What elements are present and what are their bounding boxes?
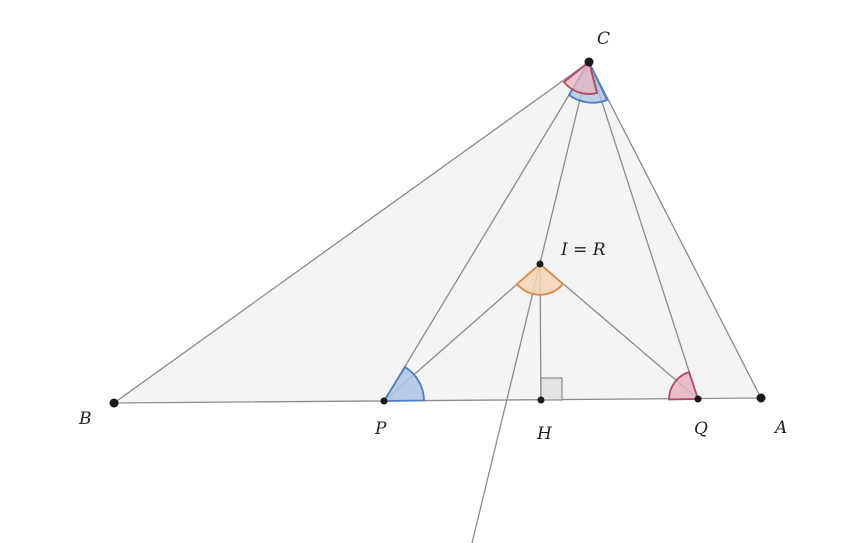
- label-q: Q: [694, 419, 708, 439]
- angle-arc-q: [668, 370, 700, 401]
- line-through-c-and-i: [471, 61, 590, 543]
- point-b: [109, 398, 119, 408]
- label-a: A: [773, 418, 787, 438]
- point-p: [380, 397, 388, 405]
- point-c: [584, 57, 594, 67]
- point-i: [536, 260, 544, 268]
- point-h: [537, 396, 545, 404]
- segment-cq: [588, 61, 699, 400]
- point-a: [756, 393, 766, 403]
- triangle-abc: [111, 61, 763, 404]
- label-h: H: [536, 424, 553, 444]
- label-p: P: [374, 419, 387, 439]
- right-angle-marker-h: [540, 377, 563, 401]
- label-b: B: [78, 409, 92, 429]
- label-c: C: [597, 29, 610, 49]
- label-i-equals-r: I = R: [560, 240, 606, 260]
- segment-iq: [539, 263, 699, 400]
- segment-cp: [383, 61, 590, 402]
- angle-arc-i: [515, 262, 565, 296]
- point-q: [694, 395, 702, 403]
- angle-arc-c-red: [562, 60, 599, 95]
- angle-arc-p: [382, 365, 425, 402]
